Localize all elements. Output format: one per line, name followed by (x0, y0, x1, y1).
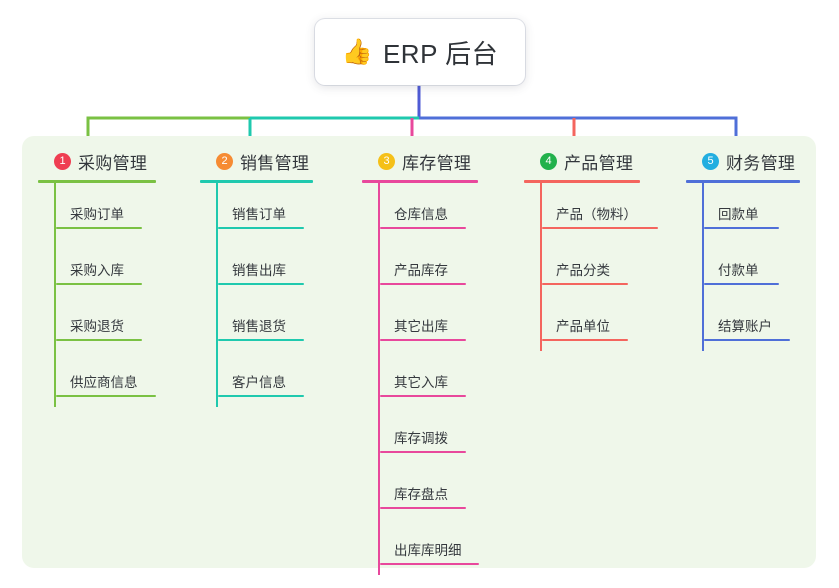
branch-column-4: 4 产品管理产品（物料） 产品分类产品单位 (524, 148, 658, 351)
branch-child[interactable]: 采购入库 (56, 239, 156, 295)
branch-child-label: 销售订单 (232, 207, 286, 222)
branch-children-2: 销售订单销售出库销售退货客户信息 (216, 183, 313, 407)
branch-rule-4 (524, 180, 640, 183)
branch-child[interactable]: 产品单位 (542, 295, 640, 351)
branch-child[interactable]: 结算账户 (704, 295, 800, 351)
branch-header-5[interactable]: 5 财务管理 (686, 148, 800, 174)
branch-child-label: 采购退货 (70, 319, 124, 334)
branch-child-rule (704, 227, 779, 229)
branch-title-4: 产品管理 (564, 153, 634, 173)
branch-child-label: 其它出库 (394, 319, 448, 334)
branch-title-3: 库存管理 (402, 153, 472, 173)
branch-child-rule (218, 339, 304, 341)
branch-rule-5 (686, 180, 800, 183)
branch-child-rule (380, 507, 466, 509)
branch-header-4[interactable]: 4 产品管理 (524, 148, 640, 174)
branch-child[interactable]: 回款单 (704, 183, 800, 239)
branch-child-label: 产品（物料） (556, 207, 637, 222)
branch-badge-2: 2 (216, 152, 233, 170)
branch-column-2: 2 销售管理销售订单销售出库销售退货客户信息 (200, 148, 313, 407)
branch-child-rule (380, 395, 466, 397)
branch-child[interactable]: 客户信息 (218, 351, 313, 407)
branch-children-1: 采购订单采购入库采购退货供应商信息 (54, 183, 156, 407)
branch-child-label: 库存盘点 (394, 487, 448, 502)
branch-rule-3 (362, 180, 478, 183)
branch-child[interactable]: 产品库存 (380, 239, 478, 295)
root-node[interactable]: 👍 ERP 后台 (315, 19, 525, 85)
branch-child-rule (218, 283, 304, 285)
branch-child-rule (218, 395, 304, 397)
branch-child-label: 出库库明细 (394, 543, 462, 558)
branch-header-2[interactable]: 2 销售管理 (200, 148, 313, 174)
branch-child-rule (218, 227, 304, 229)
branch-badge-4: 4 (540, 152, 557, 170)
branch-child[interactable]: 供应商信息 (56, 351, 156, 407)
branch-header-3[interactable]: 3 库存管理 (362, 148, 478, 174)
root-title: ERP 后台 (382, 38, 499, 69)
branch-child[interactable]: 仓库信息 (380, 183, 478, 239)
branch-child[interactable]: 采购订单 (56, 183, 156, 239)
branch-badge-1: 1 (54, 152, 71, 170)
branch-child-rule (542, 283, 628, 285)
branch-child-rule (704, 339, 790, 341)
branch-child-rule (56, 227, 142, 229)
branch-child-label: 销售退货 (232, 319, 286, 334)
branch-header-1[interactable]: 1 采购管理 (38, 148, 156, 174)
branch-child[interactable]: 采购退货 (56, 295, 156, 351)
branch-child[interactable]: 库存调拨 (380, 407, 478, 463)
branch-child-label: 其它入库 (394, 375, 448, 390)
branch-title-5: 财务管理 (726, 153, 796, 173)
branch-child-label: 产品分类 (556, 263, 610, 278)
branch-child-label: 回款单 (718, 207, 759, 222)
branch-child[interactable]: 销售出库 (218, 239, 313, 295)
branch-child[interactable]: 付款单 (704, 239, 800, 295)
branch-badge-3: 3 (378, 152, 395, 170)
branch-child-label: 库存调拨 (394, 431, 448, 446)
branch-children-5: 回款单付款单结算账户 (702, 183, 800, 351)
branch-column-1: 1 采购管理采购订单采购入库采购退货供应商信息 (38, 148, 156, 407)
branch-child[interactable]: 销售订单 (218, 183, 313, 239)
branch-badge-5: 5 (702, 152, 719, 170)
branch-child-rule (380, 451, 466, 453)
branch-rule-1 (38, 180, 156, 183)
branch-child-rule (56, 283, 142, 285)
branch-rule-2 (200, 180, 313, 183)
branch-child-label: 采购入库 (70, 263, 124, 278)
branch-child-rule (542, 227, 658, 229)
thumbs-up-icon: 👍 (341, 37, 373, 66)
branch-child-rule (380, 283, 466, 285)
branch-child-label: 采购订单 (70, 207, 124, 222)
branch-child-rule (380, 563, 479, 565)
branch-child[interactable]: 出库库明细 (380, 519, 479, 575)
branch-child[interactable]: 其它入库 (380, 351, 478, 407)
branch-child[interactable]: 其它出库 (380, 295, 478, 351)
branch-column-5: 5 财务管理回款单付款单结算账户 (686, 148, 800, 351)
branch-child[interactable]: 销售退货 (218, 295, 313, 351)
branch-title-1: 采购管理 (78, 153, 148, 173)
branch-child-label: 销售出库 (232, 263, 286, 278)
branch-child-label: 结算账户 (718, 319, 772, 334)
branch-child-rule (380, 227, 466, 229)
branch-child[interactable]: 库存盘点 (380, 463, 478, 519)
branch-child-rule (704, 283, 779, 285)
branch-child[interactable]: 产品（物料） (542, 183, 658, 239)
branch-child-label: 供应商信息 (70, 375, 138, 390)
branch-children-3: 仓库信息产品库存其它出库其它入库库存调拨库存盘点出库库明细 (378, 183, 479, 575)
branch-child-label: 产品库存 (394, 263, 448, 278)
branch-child-rule (56, 339, 142, 341)
branch-column-3: 3 库存管理仓库信息产品库存其它出库其它入库库存调拨库存盘点出库库明细 (362, 148, 479, 575)
branch-child-label: 客户信息 (232, 375, 286, 390)
branch-child-rule (380, 339, 466, 341)
branch-children-4: 产品（物料） 产品分类产品单位 (540, 183, 658, 351)
branch-child-rule (56, 395, 156, 397)
branch-title-2: 销售管理 (240, 153, 310, 173)
branch-child-rule (542, 339, 628, 341)
branch-child[interactable]: 产品分类 (542, 239, 640, 295)
branch-child-label: 仓库信息 (394, 207, 448, 222)
branch-child-label: 付款单 (718, 263, 759, 278)
branches-panel (22, 136, 816, 568)
branch-child-label: 产品单位 (556, 319, 610, 334)
